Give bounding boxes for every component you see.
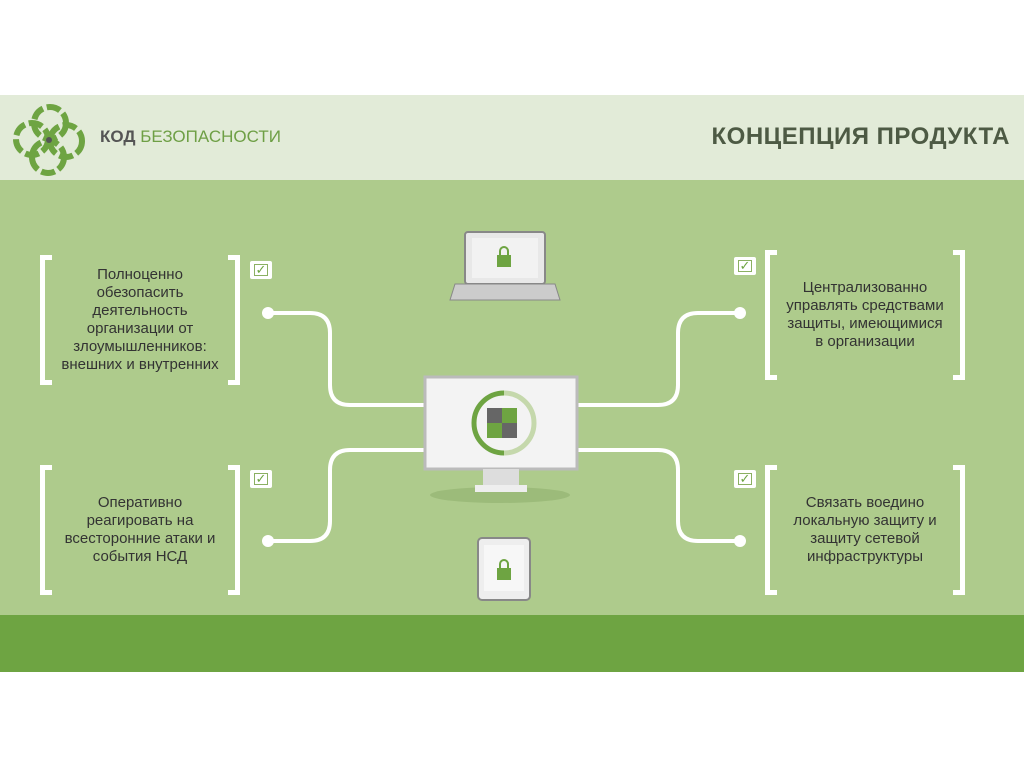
goal-box-respond: Оперативно реагировать на всесторонние а… — [40, 465, 240, 595]
goal-box-unify: Связать воедино локальную защиту и защит… — [765, 465, 965, 595]
goal-box-protect: Полноценно обезопасить деятельность орга… — [40, 255, 240, 385]
tablet-lock-icon — [477, 537, 531, 601]
goal-text: Связать воедино локальную защиту и защит… — [793, 494, 937, 565]
header: КОД БЕЗОПАСНОСТИ КОНЦЕПЦИЯ ПРОДУКТА — [0, 95, 1024, 180]
checkbox-icon: ✓ — [250, 470, 272, 488]
logo-icon — [13, 104, 85, 176]
goal-text: Централизованно управлять средствами защ… — [786, 279, 944, 350]
goal-box-manage: Централизованно управлять средствами защ… — [765, 250, 965, 380]
checkbox-icon: ✓ — [734, 470, 756, 488]
laptop-lock-icon — [449, 231, 561, 301]
checkbox-icon: ✓ — [734, 257, 756, 275]
grass-footer — [0, 615, 1024, 672]
goal-text: Оперативно реагировать на всесторонние а… — [64, 494, 216, 565]
slide-title: КОНЦЕПЦИЯ ПРОДУКТА — [711, 123, 1010, 150]
goal-text: Полноценно обезопасить деятельность орга… — [61, 266, 219, 373]
monitor-sync-icon — [423, 375, 579, 503]
brand-name: КОД БЕЗОПАСНОСТИ — [100, 127, 281, 146]
checkbox-icon: ✓ — [250, 261, 272, 279]
